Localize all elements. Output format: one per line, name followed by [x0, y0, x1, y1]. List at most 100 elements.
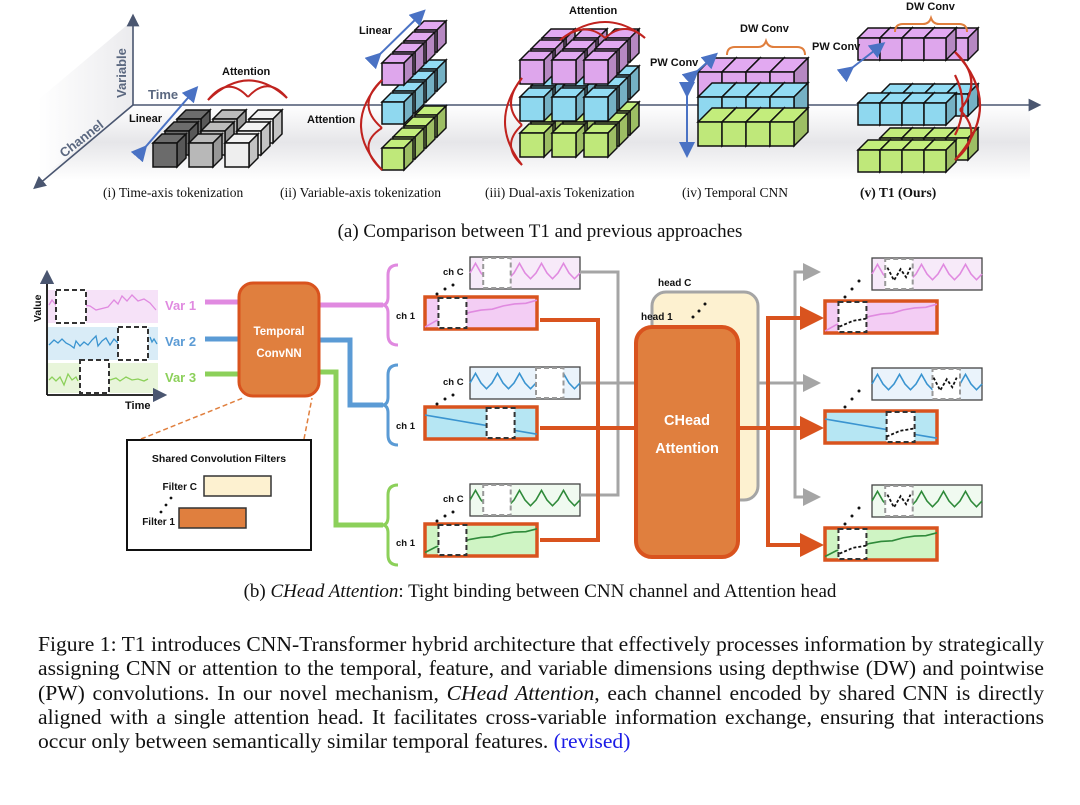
channel-ellipsis-dots [435, 510, 455, 523]
dual-axis-cube [518, 86, 555, 123]
variable-routing-lines [205, 299, 383, 528]
zoom-guide-left [140, 397, 244, 440]
figure-caption-italic: CHead Attention [446, 680, 595, 705]
channel-c-box [469, 366, 581, 400]
head-1-label: head 1 [641, 312, 673, 323]
label-attention-ii: Attention [307, 114, 356, 126]
channel-c-label: ch C [443, 377, 464, 388]
filter-c-label: Filter C [163, 482, 197, 493]
channel-braces [381, 263, 399, 567]
output-channel-1-box [823, 409, 939, 445]
figure-caption: Figure 1: T1 introduces CNN-Transformer … [38, 632, 1044, 753]
var-1-label: Var 1 [165, 298, 196, 313]
chead-label-line2: Attention [655, 441, 719, 457]
channel-ellipsis-dots [435, 393, 455, 406]
input-timeseries-plot [39, 269, 168, 403]
attention-arcs-iii [504, 21, 646, 166]
value-axis-label: Value [32, 294, 44, 322]
gray-cube [187, 132, 224, 169]
pw-conv-arrow-v [836, 42, 886, 83]
dw-conv-brace-v [894, 14, 968, 33]
label-attention-iii: Attention [569, 5, 618, 17]
linear-double-arrow-ii [364, 9, 426, 70]
t1-front-cube [922, 26, 958, 62]
dual-axis-cube [550, 49, 587, 86]
time-label-b: Time [125, 400, 150, 412]
caption-approach-v: (v) T1 (Ours) [860, 185, 936, 200]
label-pw-conv-v: PW Conv [812, 41, 861, 53]
channel-c-box [469, 483, 581, 517]
caption-approach-iii: (iii) Dual-axis Tokenization [485, 185, 635, 200]
output-ellipsis-dots [843, 279, 861, 299]
channel-c-box [469, 256, 581, 290]
head-ellipsis-dots [691, 302, 707, 319]
head-1-links [540, 306, 824, 557]
convnn-label-line2: ConvNN [256, 348, 301, 360]
pw-conv-arrow-iv [681, 52, 718, 87]
gray-cube [223, 132, 260, 169]
dual-axis-cube [518, 122, 555, 159]
t1-back-cube [944, 126, 980, 162]
t1-cube-block [856, 26, 980, 174]
temporal-cnn-cube-block [696, 56, 810, 148]
figure-caption-text-2: , each channel encoded by shared CNN is … [38, 680, 1044, 754]
panel-b-caption-rest: : Tight binding between CNN channel and … [398, 581, 837, 602]
panel-b-caption-italic: CHead Attention [271, 581, 399, 602]
dual-axis-cube [582, 122, 619, 159]
channel-1-label: ch 1 [396, 538, 416, 549]
filter-1-label: Filter 1 [142, 517, 175, 528]
channel-1-label: ch 1 [396, 311, 416, 322]
filter-ellipsis-dots [159, 496, 173, 514]
output-ellipsis-dots [843, 389, 861, 409]
caption-approach-i: (i) Time-axis tokenization [103, 185, 243, 200]
temporal-cnn-cube [768, 106, 810, 148]
dual-axis-cube [550, 122, 587, 159]
output-channel-c-box [871, 484, 983, 518]
gray-cube [151, 132, 188, 169]
t1-front-cube [922, 138, 958, 174]
channel-ellipsis-dots [435, 283, 455, 296]
attention-arcs-ii [360, 79, 383, 171]
label-dw-conv-v: DW Conv [906, 1, 956, 13]
time-axis-label: Time [148, 87, 178, 102]
dual-axis-cube [582, 49, 619, 86]
attention-arcs-i [207, 79, 288, 101]
channel-c-label: ch C [443, 267, 464, 278]
dual-axis-cube [550, 86, 587, 123]
variable-cube [380, 91, 415, 126]
caption-approach-iv: (iv) Temporal CNN [682, 185, 788, 200]
output-channel-c-box [871, 367, 983, 401]
shared-filters-title: Shared Convolution Filters [152, 453, 286, 465]
dual-axis-cube [518, 49, 555, 86]
figure-caption-text: Figure 1: T1 introduces CNN-Transformer … [38, 632, 1044, 705]
output-channels [823, 257, 983, 562]
variable-cube [380, 137, 415, 172]
output-channel-1-box [823, 299, 939, 335]
label-linear-i: Linear [129, 113, 163, 125]
linear-double-arrow-i [130, 85, 199, 163]
encoded-channels: ch Cch 1ch Cch 1ch Cch 1 [396, 256, 581, 558]
zoom-guide-right [303, 397, 313, 440]
head-c-label: head C [658, 278, 691, 289]
channel-1-box [423, 295, 539, 331]
channel-c-label: ch C [443, 494, 464, 505]
channel-axis-line [33, 104, 134, 190]
attention-arcs-v [954, 51, 982, 161]
label-pw-conv-iv: PW Conv [650, 57, 699, 69]
t1-front-cube [922, 91, 958, 127]
revised-link[interactable]: (revised) [553, 729, 631, 754]
panel-b-caption: (b) CHead Attention: Tight binding betwe… [244, 581, 837, 602]
output-channel-c-box [871, 257, 983, 291]
label-linear-ii: Linear [359, 25, 393, 37]
chead-attention-block [634, 325, 740, 559]
panel-b-caption-prefix: (b) [244, 581, 271, 602]
dual-axis-cube [582, 86, 619, 123]
var-2-label: Var 2 [165, 334, 196, 349]
dual-axis-cube-block [518, 27, 641, 159]
channel-1-box [423, 405, 539, 441]
caption-approach-ii: (ii) Variable-axis tokenization [280, 185, 441, 200]
panel-a-caption: (a) Comparison between T1 and previous a… [338, 221, 743, 242]
variable-cube [380, 52, 415, 87]
label-dw-conv-iv: DW Conv [740, 23, 790, 35]
